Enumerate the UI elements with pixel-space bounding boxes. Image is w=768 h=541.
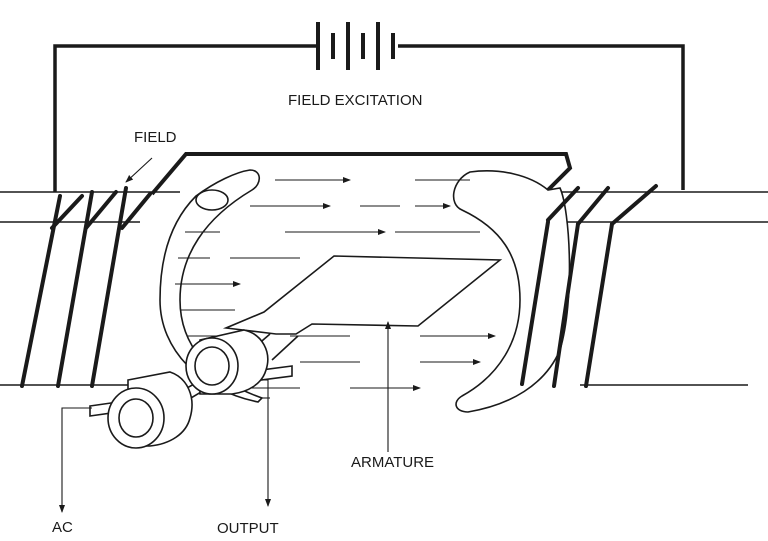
ac-label: AC xyxy=(52,519,73,536)
field-windings-right xyxy=(520,184,658,388)
field-label: FIELD xyxy=(134,129,177,146)
flux-lines xyxy=(175,177,496,399)
slip-ring-upper xyxy=(185,329,269,395)
battery-symbol xyxy=(316,22,395,70)
label-pointers xyxy=(59,157,391,513)
left-pole-piece xyxy=(159,169,264,403)
right-pole-piece xyxy=(452,170,571,413)
armature-label: ARMATURE xyxy=(351,454,435,471)
armature-loop xyxy=(222,255,503,361)
excitation-circuit xyxy=(53,44,685,192)
output-label: OUTPUT xyxy=(217,520,279,537)
field-windings-left xyxy=(20,186,152,388)
slip-ring-lower xyxy=(107,371,193,449)
iron-core xyxy=(0,152,768,386)
field-excitation-label: FIELD EXCITATION xyxy=(288,92,423,109)
